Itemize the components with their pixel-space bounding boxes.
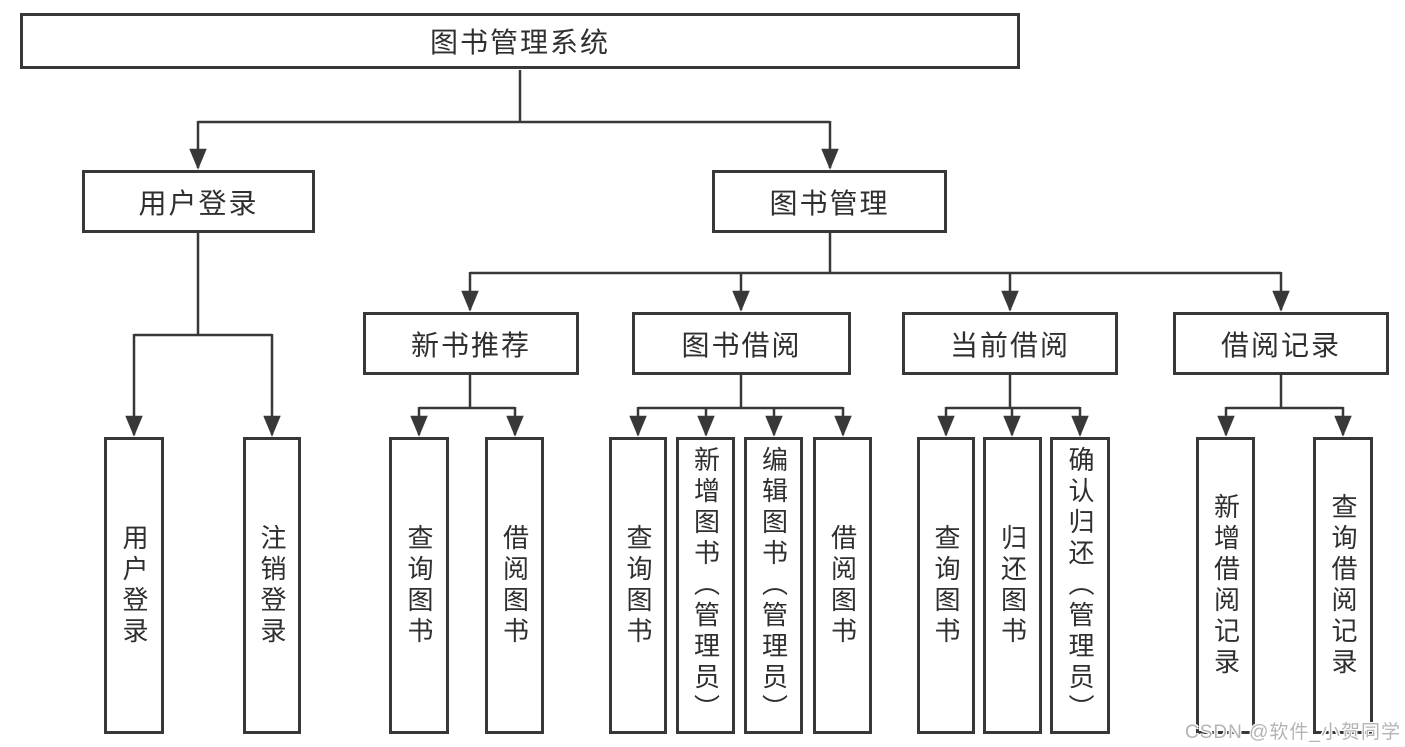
leaf-add-books-admin: 新增图书（管理员） (676, 437, 735, 734)
leaf-add-borrow-record: 新增借阅记录 (1196, 437, 1255, 734)
leaf-query-books-recommend: 查询图书 (389, 437, 449, 734)
leaf-user-login: 用户登录 (104, 437, 164, 734)
connector-current-borrowing-children (937, 375, 1089, 437)
leaf-return-books: 归还图书 (983, 437, 1042, 734)
node-book-borrowing: 图书借阅 (632, 312, 851, 375)
leaf-query-books-borrowing: 查询图书 (609, 437, 667, 734)
connector-root-to-level2 (189, 70, 839, 170)
node-new-book-recommend: 新书推荐 (363, 312, 579, 375)
leaf-query-borrow-record: 查询借阅记录 (1313, 437, 1373, 734)
node-current-borrowing: 当前借阅 (902, 312, 1118, 375)
node-root: 图书管理系统 (20, 13, 1020, 69)
leaf-query-books-current: 查询图书 (917, 437, 975, 734)
watermark: CSDN @软件_小贺同学 (1185, 722, 1401, 743)
connector-book-borrowing-children (629, 375, 852, 437)
node-borrowing-records: 借阅记录 (1173, 312, 1389, 375)
node-book-management: 图书管理 (712, 170, 947, 233)
leaf-borrow-books-recommend: 借阅图书 (485, 437, 544, 734)
leaf-confirm-return-admin: 确认归还（管理员） (1050, 437, 1110, 734)
leaf-edit-books-admin: 编辑图书（管理员） (744, 437, 803, 734)
connector-book-management-children (461, 233, 1290, 312)
node-user-login: 用户登录 (82, 170, 315, 233)
connector-borrowing-records-children (1217, 375, 1352, 437)
connector-user-login-children (125, 233, 281, 437)
leaf-logout: 注销登录 (243, 437, 301, 734)
connector-new-book-recommend-children (410, 375, 524, 437)
leaf-borrow-books-borrowing: 借阅图书 (813, 437, 872, 734)
